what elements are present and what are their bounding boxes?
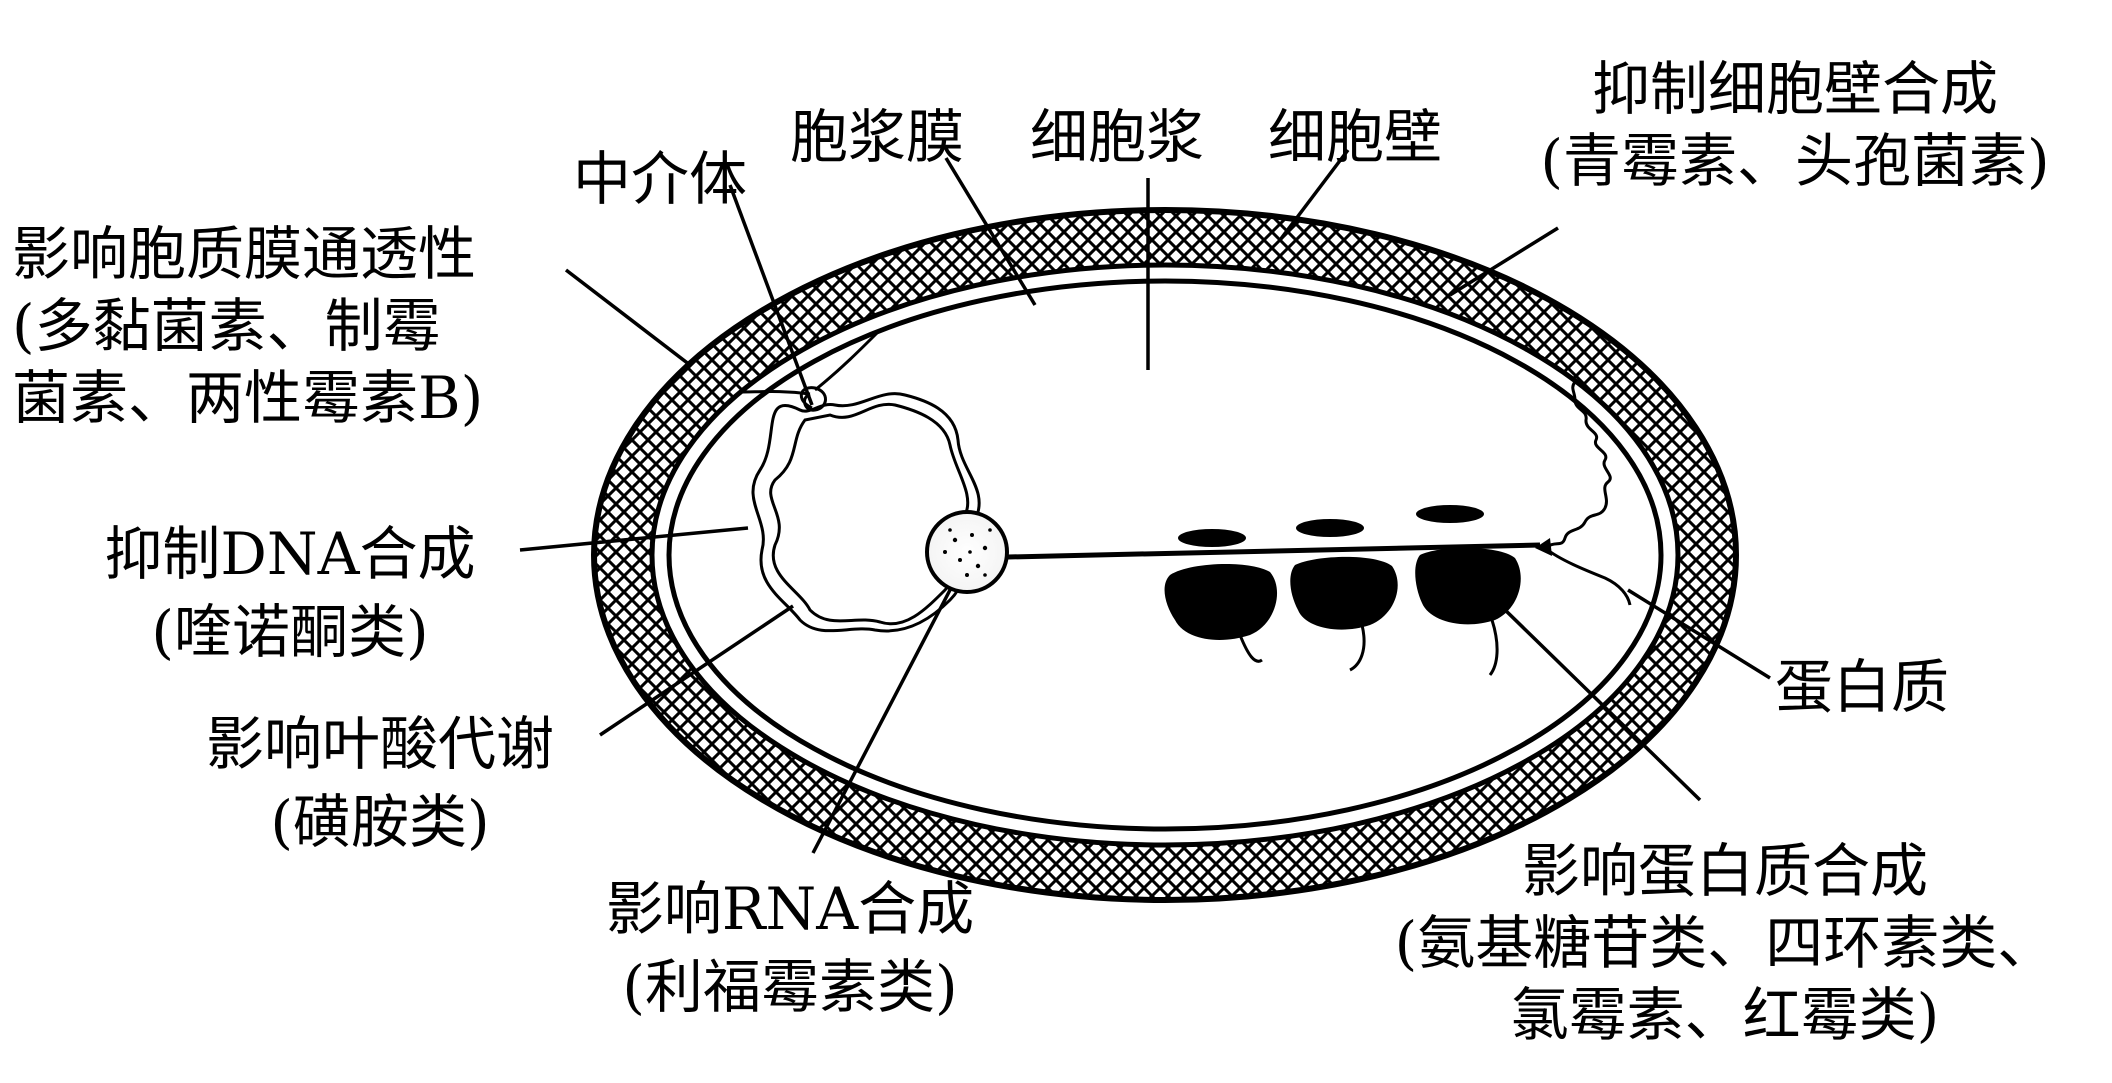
dna-synthesis-title: 抑制DNA合成: [104, 520, 476, 588]
label-protein: 蛋白质: [1775, 653, 1950, 721]
folate-title: 影响叶酸代谢: [205, 710, 554, 778]
leader-lines: [519, 148, 1771, 854]
peptide-tails: [1238, 619, 1499, 676]
protein-release-site: [1535, 538, 1552, 556]
rna-synthesis-drugs: (利福霉素类): [622, 953, 958, 1021]
dna-synthesis-drugs: (喹诺酮类): [151, 598, 429, 666]
rna-polymerase: [925, 510, 1009, 594]
ribosomes: [1164, 505, 1521, 640]
permeability-drugs-2: 菌素、两性霉素B): [12, 364, 484, 432]
label-cytoplasm: 细胞浆: [1030, 103, 1205, 171]
label-dna-synthesis: 抑制DNA合成 (喹诺酮类): [75, 515, 505, 671]
folate-drugs: (磺胺类): [270, 788, 490, 856]
mrna-strand: [1007, 542, 1541, 560]
protein-synthesis-drugs-1: (氨基糖苷类、四环素类、: [1394, 909, 2056, 977]
label-protein-synthesis: 影响蛋白质合成 (氨基糖苷类、四环素类、 氯霉素、红霉类): [1350, 835, 2100, 1051]
permeability-title: 影响胞质膜通透性: [12, 220, 477, 288]
permeability-drugs-1: (多黏菌素、制霉: [12, 292, 441, 360]
wall-synthesis-title: 抑制细胞壁合成: [1591, 55, 1998, 123]
label-folate: 影响叶酸代谢 (磺胺类): [170, 705, 590, 861]
wall-synthesis-drugs: (青霉素、头孢菌素): [1540, 127, 2050, 195]
label-rna-synthesis: 影响RNA合成 (利福霉素类): [560, 870, 1020, 1026]
label-membrane: 胞浆膜: [790, 103, 965, 171]
protein-synthesis-drugs-2: 氯霉素、红霉类): [1510, 981, 1940, 1049]
protein-coil: [1544, 381, 1632, 606]
label-permeability: 影响胞质膜通透性 (多黏菌素、制霉 菌素、两性霉素B): [12, 218, 483, 434]
label-wall-synthesis: 抑制细胞壁合成 (青霉素、头孢菌素): [1510, 60, 2080, 190]
mesosome-coil: [739, 328, 882, 412]
label-cell-wall: 细胞壁: [1268, 103, 1443, 171]
rna-synthesis-title: 影响RNA合成: [605, 875, 975, 943]
protein-synthesis-title: 影响蛋白质合成: [1521, 837, 1928, 905]
label-mesosome: 中介体: [573, 145, 748, 213]
